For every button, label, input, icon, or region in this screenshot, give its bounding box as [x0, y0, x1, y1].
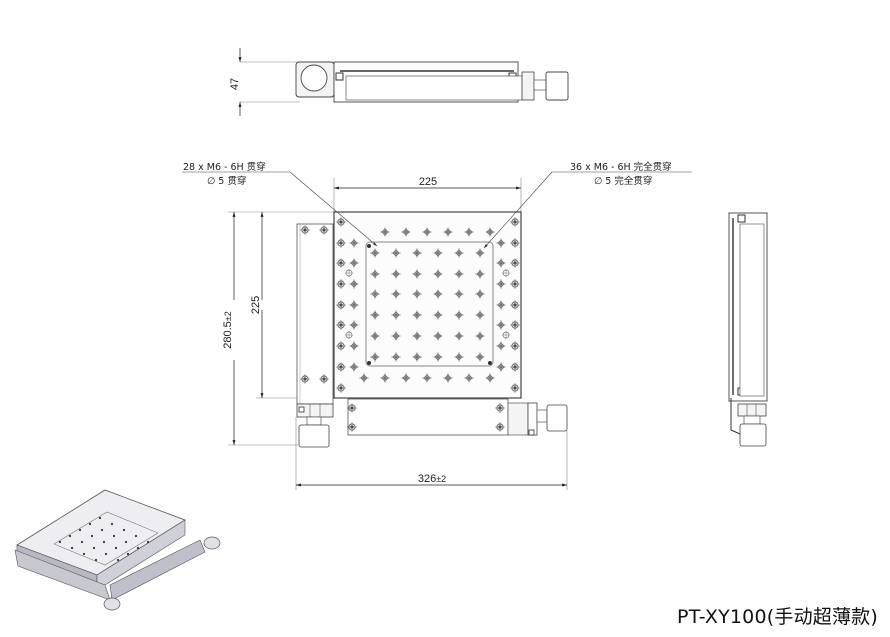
- callout-left-line2: ∅ 5 贯穿: [207, 175, 246, 187]
- callout-left-line1: 28 x M6 - 6H 贯穿: [183, 161, 266, 173]
- height-dim-47: 47: [229, 78, 241, 90]
- width-dim-326: 326±2: [418, 473, 446, 485]
- top-view: 47: [229, 48, 569, 116]
- width-dim-225: 225: [419, 176, 437, 188]
- front-view: 225 225 280.5±2: [182, 161, 692, 490]
- height-dim-280-5: 280.5±2: [222, 311, 234, 348]
- callout-right-line2: ∅ 5 完全贯穿: [594, 175, 652, 187]
- side-view: [728, 212, 768, 447]
- height-dim-225: 225: [250, 296, 262, 314]
- model-title: PT-XY100(手动超薄款): [677, 606, 878, 628]
- isometric-view: [14, 489, 221, 611]
- callout-right-line1: 36 x M6 - 6H 完全贯穿: [570, 161, 672, 173]
